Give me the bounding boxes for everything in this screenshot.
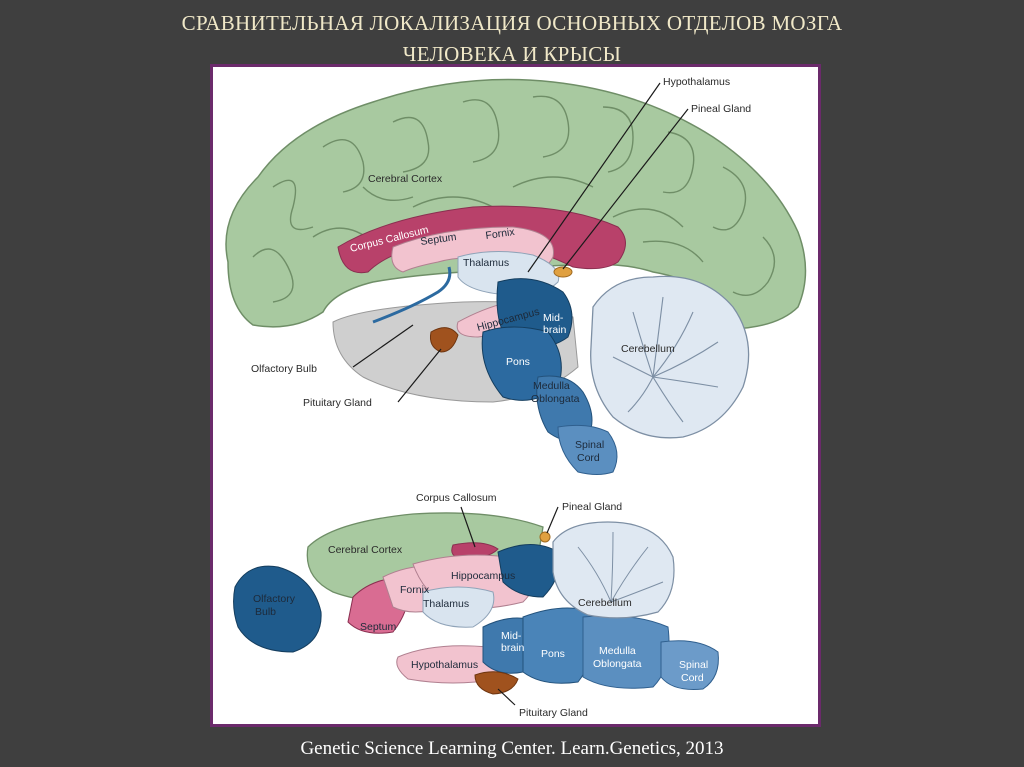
human-cerebellum (590, 275, 750, 439)
human-label-cerebellum: Cerebellum (621, 343, 675, 355)
rat-label-hypothalamus: Hypothalamus (411, 659, 478, 671)
human-label-pineal-gland: Pineal Gland (691, 103, 751, 115)
human-label-fornix: Fornix (485, 226, 516, 242)
human-label-pons: Pons (506, 356, 530, 368)
rat-label-midbrain-2: brain (501, 642, 525, 654)
rat-label-cerebral-cortex: Cerebral Cortex (328, 544, 403, 556)
human-pituitary-leader (397, 348, 442, 403)
human-label-midbrain-1: Mid- (543, 312, 564, 324)
rat-label-medulla-1: Medulla (599, 645, 636, 657)
rat-spinal-cord (660, 640, 719, 690)
rat-pineal-leader (546, 506, 559, 534)
brain-comparison-diagram: Hypothalamus Pineal Gland Cerebral Corte… (225, 76, 807, 719)
human-gyri (252, 95, 776, 303)
human-brain: Hypothalamus Pineal Gland Cerebral Corte… (225, 76, 807, 475)
human-hypothalamus-leader (527, 82, 661, 273)
rat-label-spinal-2: Cord (681, 672, 704, 684)
human-label-olfactory-bulb: Olfactory Bulb (251, 363, 317, 375)
rat-label-pituitary-gland: Pituitary Gland (519, 707, 588, 719)
title-line-1: СРАВНИТЕЛЬНАЯ ЛОКАЛИЗАЦИЯ ОСНОВНЫХ ОТДЕЛ… (181, 11, 843, 35)
rat-label-thalamus: Thalamus (423, 598, 469, 610)
human-label-midbrain-2: brain (543, 324, 567, 336)
human-label-hypothalamus: Hypothalamus (663, 76, 730, 88)
rat-label-pons: Pons (541, 648, 565, 660)
human-label-pituitary-gland: Pituitary Gland (303, 397, 372, 409)
human-label-septum: Septum (420, 231, 458, 248)
rat-label-hippocampus: Hippocampus (451, 570, 515, 582)
rat-label-corpus-callosum: Corpus Callosum (416, 492, 497, 504)
rat-label-pineal-gland: Pineal Gland (562, 501, 622, 513)
human-label-medulla-2: Oblongata (531, 393, 580, 405)
rat-label-olfactory-2: Bulb (255, 606, 276, 618)
rat-label-cerebellum: Cerebellum (578, 597, 632, 609)
title-line-2: ЧЕЛОВЕКА И КРЫСЫ (402, 42, 622, 66)
human-olfactory-tract (372, 266, 452, 324)
rat-cerebellum (552, 521, 675, 619)
rat-label-fornix: Fornix (400, 584, 430, 596)
human-label-spinal-1: Spinal (575, 439, 604, 451)
source-caption: Genetic Science Learning Center. Learn.G… (300, 738, 724, 759)
rat-label-medulla-2: Oblongata (593, 658, 642, 670)
human-label-thalamus: Thalamus (463, 257, 509, 269)
human-label-cerebral-cortex: Cerebral Cortex (368, 173, 443, 185)
rat-label-midbrain-1: Mid- (501, 630, 522, 642)
rat-olfactory-bulb (233, 565, 322, 653)
human-olfactory-leader (352, 324, 414, 368)
rat-brain: Corpus Callosum Pineal Gland Cerebral Co… (233, 492, 719, 719)
human-pineal-leader (562, 108, 689, 270)
rat-label-olfactory-1: Olfactory (253, 593, 296, 605)
human-pituitary-gland (430, 327, 459, 353)
rat-thalamus (422, 586, 495, 628)
human-pineal-gland (553, 266, 573, 278)
rat-corpus-callosum-leader (460, 506, 476, 548)
rat-label-spinal-1: Spinal (679, 659, 708, 671)
slide-title: СРАВНИТЕЛЬНАЯ ЛОКАЛИЗАЦИЯ ОСНОВНЫХ ОТДЕЛ… (0, 8, 1024, 70)
human-cerebellum-folia (612, 296, 719, 423)
rat-pituitary-leader (497, 688, 516, 706)
rat-pituitary-gland (474, 671, 519, 695)
rat-cerebellum-folia (577, 531, 664, 603)
human-spinal-cord (557, 424, 618, 475)
figure-frame: Hypothalamus Pineal Gland Cerebral Corte… (210, 64, 821, 727)
rat-label-septum: Septum (360, 621, 396, 633)
human-label-spinal-2: Cord (577, 452, 600, 464)
human-label-medulla-1: Medulla (533, 380, 570, 392)
rat-pineal-gland (539, 531, 551, 543)
